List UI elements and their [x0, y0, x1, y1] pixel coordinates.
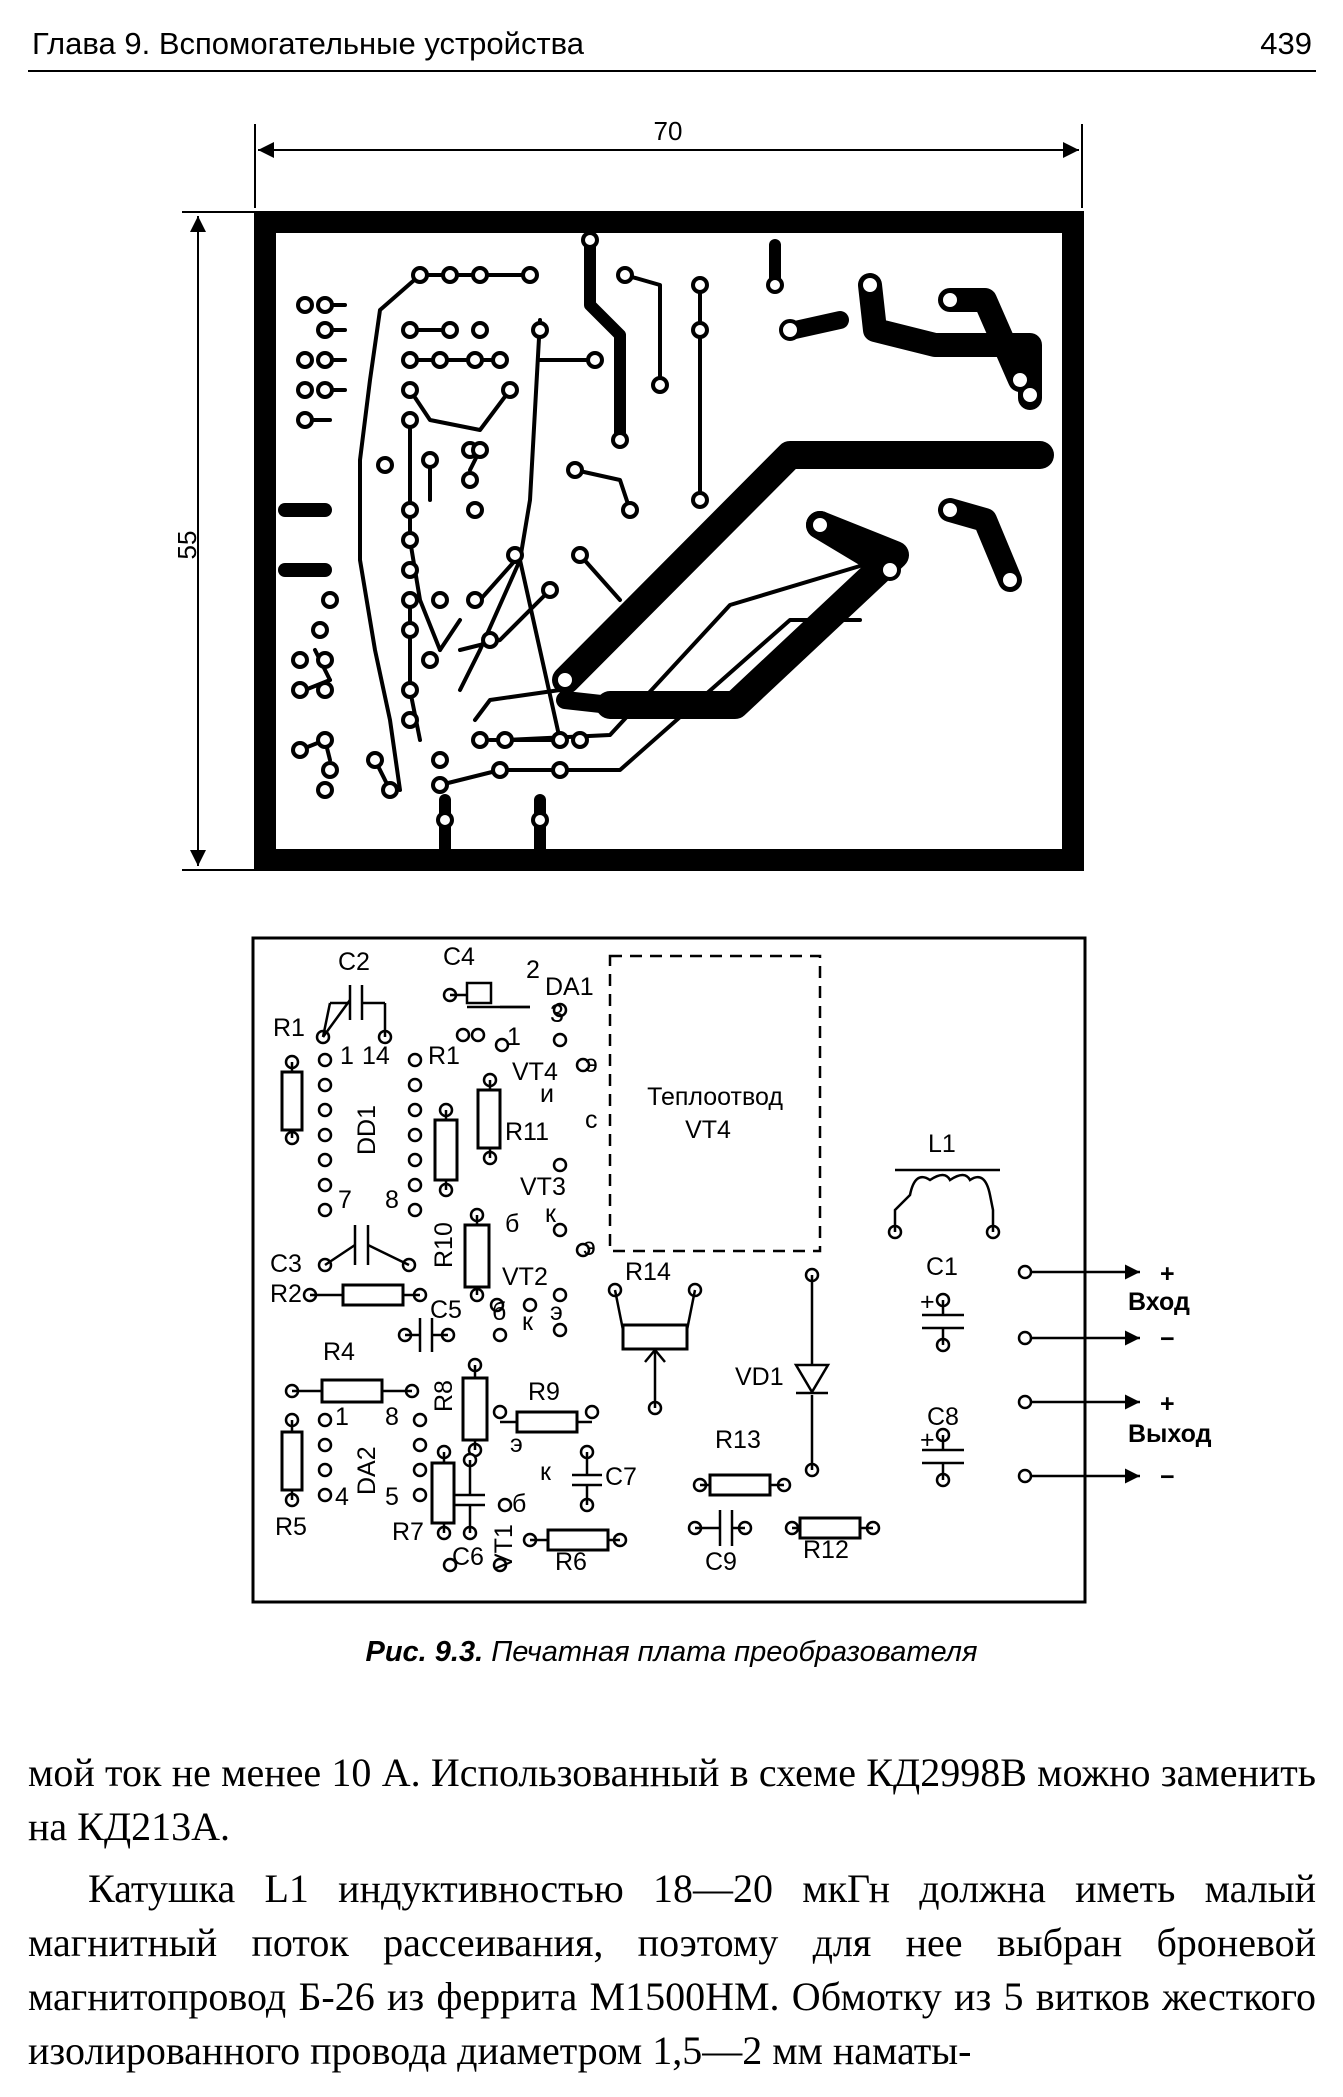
label-r9: R9: [528, 1378, 560, 1406]
label-r14: R14: [625, 1258, 671, 1286]
caption-prefix: Рис. 9.3.: [365, 1636, 484, 1668]
label-dd1: DD1: [353, 1105, 381, 1155]
label-vt4-c: с: [585, 1106, 598, 1134]
label-c8: C8: [927, 1403, 959, 1431]
label-c1: C1: [926, 1253, 958, 1281]
board-outline-top: [254, 211, 1084, 871]
figure-caption: Рис. 9.3. Печатная плата преобразователя: [0, 1636, 1343, 1669]
label-pin2: 2: [526, 956, 540, 984]
label-pin1-da2: 1: [335, 1403, 349, 1431]
label-vt3-b: б: [505, 1210, 519, 1238]
label-vt1-b: б: [512, 1490, 526, 1518]
width-label: 70: [654, 116, 683, 146]
label-r12: R12: [803, 1536, 849, 1564]
label-heatsink: Теплоотвод: [647, 1083, 783, 1111]
label-vt4-i: и: [540, 1080, 554, 1108]
caption-text: Печатная плата преобразователя: [491, 1636, 978, 1668]
label-vt4-e: э: [585, 1050, 598, 1078]
height-label: 55: [172, 531, 202, 560]
label-vd1: VD1: [735, 1363, 784, 1391]
label-r13: R13: [715, 1426, 761, 1454]
heatsink-outline: [608, 954, 822, 1253]
label-da1: DA1: [545, 973, 594, 1001]
label-l1: L1: [928, 1130, 956, 1158]
label-vt3-e: э: [583, 1233, 596, 1261]
label-input: Вход: [1128, 1288, 1190, 1316]
label-r5: R5: [275, 1513, 307, 1541]
board-outline-bottom: [251, 936, 1087, 1604]
label-vt3: VT3: [520, 1173, 566, 1201]
width-dimension: 70: [254, 116, 1083, 208]
height-dimension: 55: [172, 211, 255, 871]
label-r1-right: R1: [428, 1042, 460, 1070]
label-vt1: VT1: [490, 1524, 518, 1570]
label-vt1-k: к: [540, 1458, 552, 1486]
label-r6: R6: [555, 1548, 587, 1576]
label-r11: R11: [505, 1118, 549, 1146]
page-header: Глава 9. Вспомогательные устройства 439: [28, 22, 1316, 72]
label-vt4: VT4: [512, 1058, 558, 1086]
terminal-output-minus: −: [1160, 1463, 1175, 1491]
label-da2: DA2: [353, 1446, 381, 1495]
label-r2: R2: [270, 1280, 302, 1308]
label-pin3: 3: [550, 1000, 564, 1028]
label-c6: C6: [452, 1543, 484, 1571]
label-c3: C3: [270, 1250, 302, 1278]
label-pin1: 1: [340, 1042, 354, 1070]
terminal-output-plus: +: [1160, 1390, 1175, 1418]
label-c2: C2: [338, 948, 370, 976]
label-vt1-e: э: [510, 1430, 523, 1458]
pcb-placement-view: C2 C4 2 DA1 3 R1 1 14 R1 1 VT4 э и с R11…: [251, 936, 1212, 1604]
label-r1-left: R1: [273, 1014, 305, 1042]
paragraph-1: мой ток не менее 10 А. Использованный в …: [28, 1750, 1316, 1849]
label-pin8-da2: 8: [385, 1403, 399, 1431]
label-c8-plus: +: [920, 1426, 935, 1454]
label-c1-plus: +: [920, 1288, 935, 1316]
label-output: Выход: [1128, 1420, 1212, 1448]
label-c7: C7: [605, 1463, 637, 1491]
label-heatsink-vt4: VT4: [685, 1116, 731, 1144]
label-vt2-k: к: [522, 1308, 534, 1336]
label-pin4: 4: [335, 1483, 349, 1511]
terminal-input-plus: +: [1160, 1260, 1175, 1288]
pcb-top-view: 70 55: [172, 116, 1084, 871]
label-c4: C4: [443, 943, 475, 971]
label-vt2-e: э: [550, 1298, 563, 1326]
label-pin7: 7: [338, 1186, 352, 1214]
terminal-input-minus: −: [1160, 1325, 1175, 1353]
paragraph-2: Катушка L1 индуктивностью 18—20 мкГн дол…: [28, 1866, 1316, 2073]
label-pin14: 14: [362, 1042, 390, 1070]
label-c9: C9: [705, 1548, 737, 1576]
label-c5: C5: [430, 1296, 462, 1324]
label-pin1-da1: 1: [507, 1023, 521, 1051]
chapter-title: Глава 9. Вспомогательные устройства: [32, 26, 585, 61]
label-r10: R10: [430, 1222, 458, 1268]
page-number: 439: [1260, 26, 1312, 61]
label-vt3-k: к: [545, 1200, 557, 1228]
label-vt2-b: б: [492, 1298, 506, 1326]
label-r7: R7: [392, 1518, 424, 1546]
label-pin8: 8: [385, 1186, 399, 1214]
label-pin5: 5: [385, 1483, 399, 1511]
label-vt2: VT2: [502, 1263, 548, 1291]
label-r4: R4: [323, 1338, 355, 1366]
label-r8: R8: [430, 1380, 458, 1412]
